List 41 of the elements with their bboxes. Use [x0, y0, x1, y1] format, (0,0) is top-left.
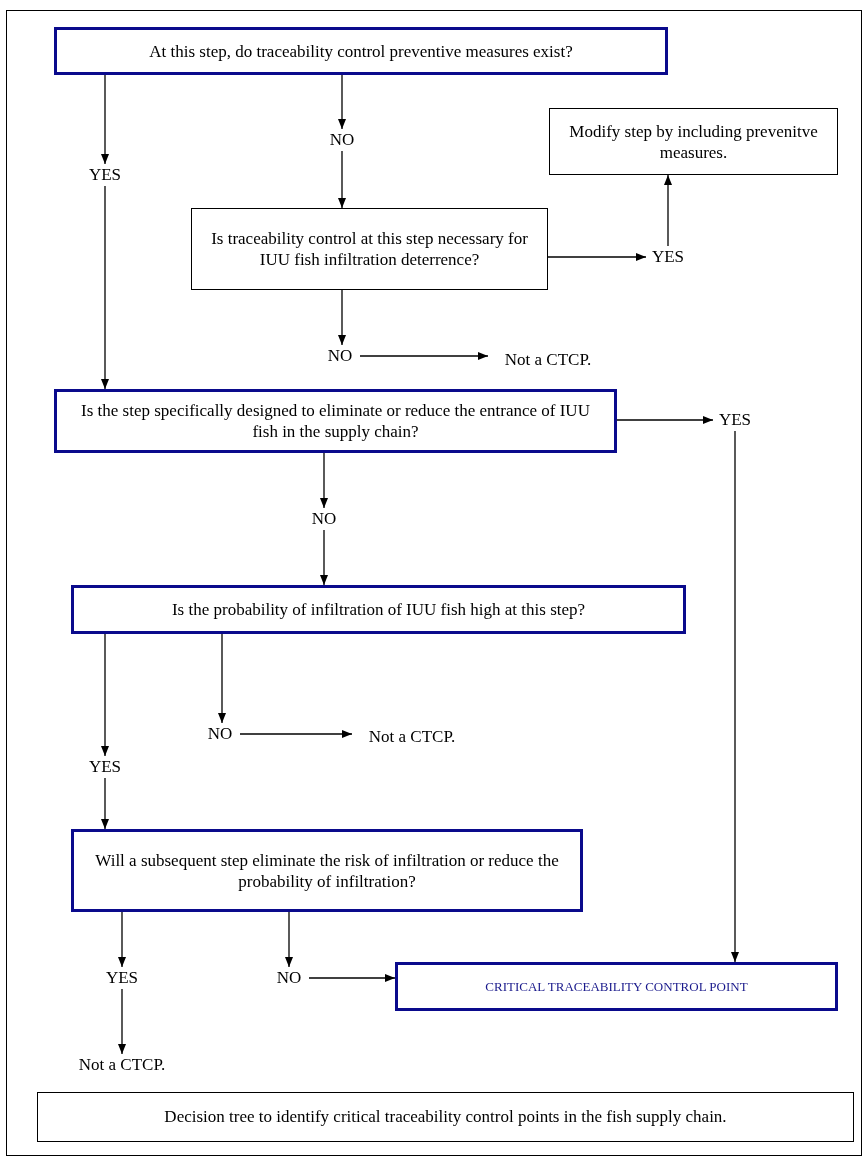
arrow [338, 150, 346, 209]
decision-box: At this step, do traceability control preventive measures exist? [54, 27, 668, 75]
arrow [308, 974, 396, 982]
arrow [101, 74, 109, 165]
arrow [320, 529, 328, 586]
process-box: Modify step by including prevenitve measures. [549, 108, 838, 175]
arrow [118, 911, 126, 968]
arrow [338, 74, 346, 130]
branch-label: NO [304, 508, 344, 530]
arrow [359, 352, 489, 360]
branch-label: Not a CTCP. [488, 349, 608, 371]
arrow [731, 430, 739, 963]
branch-label: YES [83, 164, 127, 186]
arrow [118, 988, 126, 1055]
arrow [218, 633, 226, 724]
caption: Decision tree to identify critical traceability control points in the fish supply chain. [37, 1092, 854, 1142]
branch-label: YES [713, 409, 757, 431]
arrow [338, 289, 346, 346]
branch-label: NO [269, 967, 309, 989]
arrow [101, 633, 109, 757]
arrow [239, 730, 353, 738]
arrow [101, 777, 109, 830]
decision-box: Is the step specifically designed to eliminate or reduce the entrance of IUU fish in the supply chain? [54, 389, 617, 453]
arrow [101, 185, 109, 390]
decision-box: Will a subsequent step eliminate the risk of infiltration or reduce the probability of infiltration? [71, 829, 583, 912]
branch-label: YES [83, 756, 127, 778]
arrow [320, 452, 328, 509]
arrow [285, 911, 293, 968]
arrow [616, 416, 714, 424]
branch-label: YES [646, 246, 690, 268]
branch-label: Not a CTCP. [352, 726, 472, 748]
process-box: Is traceability control at this step necessary for IUU fish infiltration deterrence? [191, 208, 548, 290]
branch-label: NO [200, 723, 240, 745]
result-box: CRITICAL TRACEABILITY CONTROL POINT [395, 962, 838, 1011]
decision-box: Is the probability of infiltration of IUU fish high at this step? [71, 585, 686, 634]
arrow [547, 253, 647, 261]
branch-label: NO [320, 345, 360, 367]
branch-label: NO [322, 129, 362, 151]
branch-label: Not a CTCP. [62, 1054, 182, 1076]
branch-label: YES [100, 967, 144, 989]
arrow [664, 174, 672, 247]
